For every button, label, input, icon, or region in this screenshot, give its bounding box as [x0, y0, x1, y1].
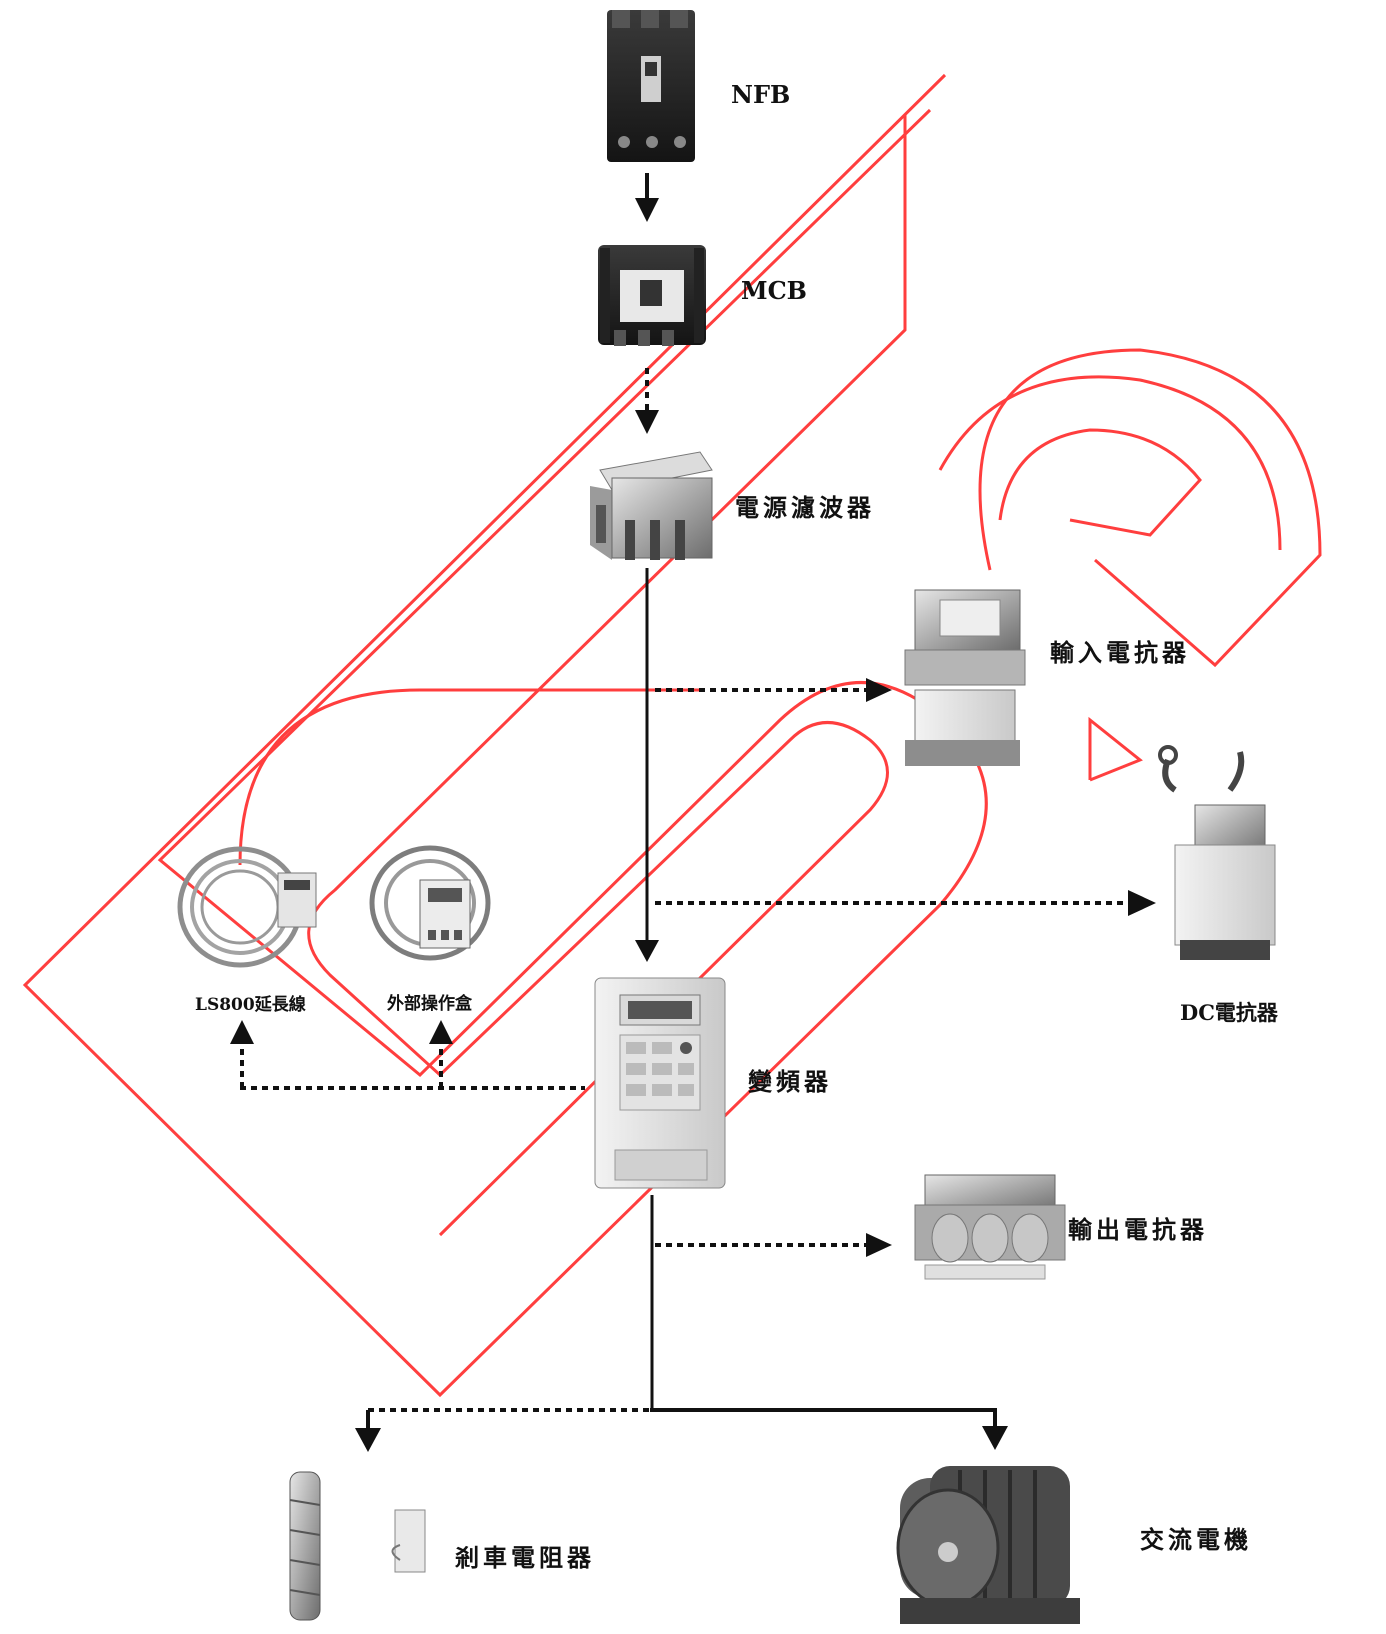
input-reactor-label: 輸入電抗器 — [1050, 633, 1190, 668]
external-panel-image — [372, 848, 488, 958]
external-panel-label: 外部操作盒 — [387, 989, 472, 1014]
nfb-breaker-image — [607, 10, 695, 162]
ls800-cable-image — [180, 849, 316, 965]
ac-motor-label: 交流電機 — [1140, 1520, 1252, 1555]
ls800-cable-label: LS800延長線 — [195, 990, 306, 1015]
inverter-label: 變頻器 — [748, 1062, 832, 1097]
power-filter-label: 電源濾波器 — [735, 488, 875, 523]
brake-resistor-label: 剎車電阻器 — [455, 1538, 595, 1573]
inverter-image — [595, 978, 725, 1188]
mcb-contactor-image — [598, 245, 706, 346]
output-reactor-label: 輸出電抗器 — [1068, 1210, 1208, 1245]
output-reactor-image — [915, 1175, 1065, 1279]
nfb-label: NFB — [731, 80, 790, 109]
input-reactor-image — [905, 590, 1025, 766]
dc-reactor-image — [1160, 747, 1275, 960]
power-filter-image — [590, 452, 712, 560]
ac-motor-image — [898, 1466, 1080, 1624]
brake-resistor-image — [290, 1472, 425, 1620]
dc-reactor-label: DC電抗器 — [1180, 997, 1278, 1027]
mcb-label: MCB — [741, 276, 807, 305]
